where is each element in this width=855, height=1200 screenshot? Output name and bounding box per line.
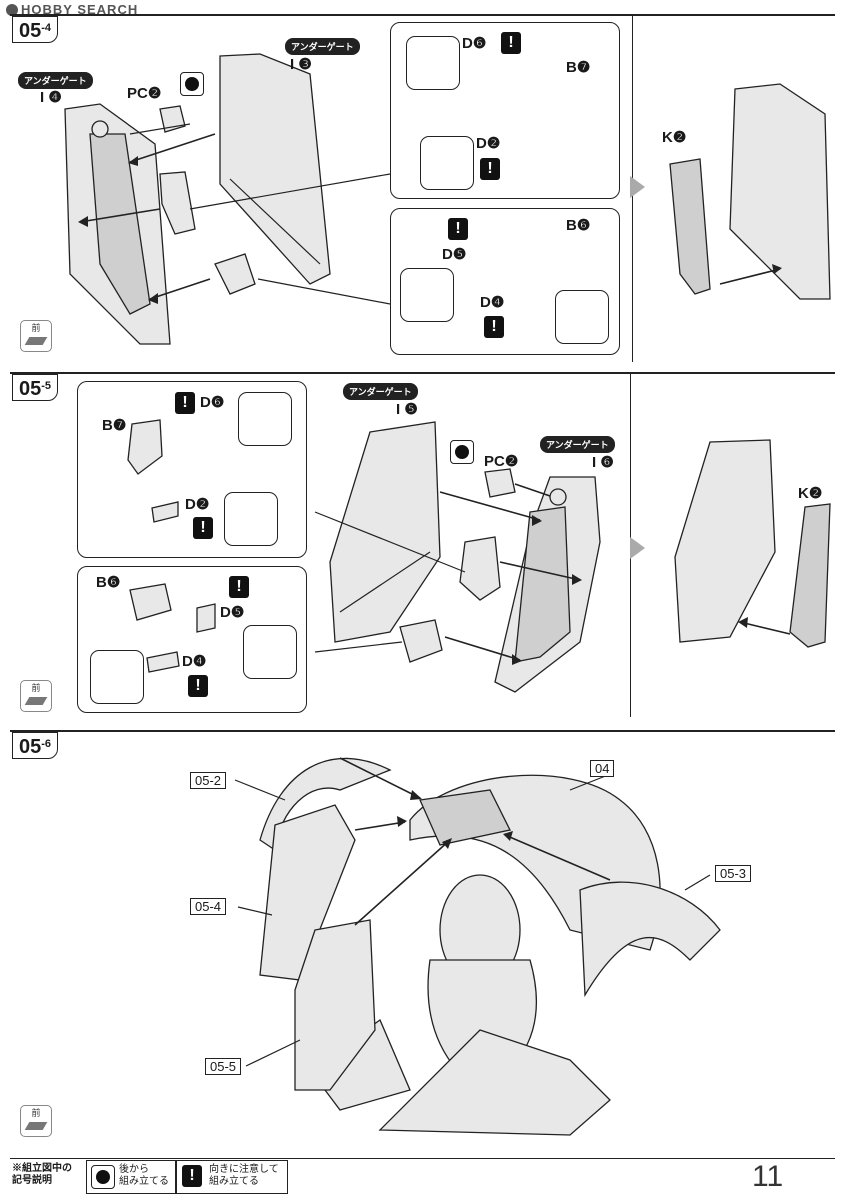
warning-icon: ! [448,218,468,240]
part-label-d4: D❹ [480,294,505,311]
box1-parts [127,419,179,523]
warning-icon: ! [188,675,208,697]
part-label-b6: B❻ [96,574,121,591]
part-label-pc2: PC❷ [127,85,162,102]
legend-title: ※組立図中の記号説明 [12,1163,72,1186]
step-05-6-label: 05-6 [12,732,59,759]
step-05-5-drawing [314,421,831,693]
part-label-d6: D❻ [462,35,487,52]
joint-hole [549,488,567,506]
armor-right-view [729,83,831,300]
part-label-d6: D❻ [200,394,225,411]
legend-build-later: 後から組み立てる [86,1160,176,1194]
armor-05-5 [294,919,376,1091]
small-part-d [214,253,256,295]
claw-left [259,757,392,852]
page-number: 11 [752,1160,784,1193]
underground-gate-tag: アンダーゲート [18,72,93,89]
front-direction-icon: 前 [20,320,52,352]
warning-icon: ! [484,316,504,338]
leg-base [378,1029,611,1136]
k-part [789,503,831,648]
orientation-hint [224,492,278,546]
step-05-4-drawing [64,53,831,345]
part-label-i5: I ❺ [396,401,418,418]
small-part-d [399,619,443,663]
build-later-icon [180,72,204,96]
orientation-hint [420,136,474,190]
orientation-hint [400,268,454,322]
ref-04: 04 [590,760,615,777]
warning-icon: ! [480,158,500,180]
orientation-hint [406,36,460,90]
footer-rule [10,1158,835,1159]
ref-05-5: 05-5 [205,1058,242,1075]
step-05-4-panel [10,14,835,366]
shoulder-block [419,789,511,846]
part-label-d5: D❺ [442,246,467,263]
small-part-b [159,171,196,235]
part-label-b7: B❼ [102,417,127,434]
part-label-pc2: PC❷ [484,453,519,470]
step-05-6-panel [10,730,835,1152]
part-label-d2: D❷ [185,496,210,513]
front-direction-icon: 前 [20,680,52,712]
armor-left-view [674,439,776,643]
part-label-i6: I ❻ [592,454,614,471]
small-part-b [459,536,501,601]
part-label-b7: B❼ [566,59,591,76]
watermark: HOBBY SEARCH [6,2,138,17]
legend-orientation: ! 向きに注意して組み立てる [176,1160,288,1194]
part-label-d4: D❹ [182,653,207,670]
orientation-hint [243,625,297,679]
part-label-d2: D❷ [476,135,501,152]
build-later-icon [91,1165,115,1189]
part-label-i3: I ❸ [290,56,312,73]
box2-parts [129,583,216,673]
armor-05-4 [259,804,356,981]
next-arrow-icon [630,537,645,559]
orientation-hint [238,392,292,446]
warning-icon: ! [501,32,521,54]
front-direction-icon: 前 [20,1105,52,1137]
ref-05-3: 05-3 [715,865,752,882]
warning-icon: ! [182,1165,202,1187]
warning-icon: ! [193,517,213,539]
orientation-hint [90,650,144,704]
part-label-k2: K❷ [798,485,823,502]
frame-inner-left [89,133,151,315]
build-later-icon [450,440,474,464]
underground-gate-tag: アンダーゲート [285,38,360,55]
shield-right [579,881,721,998]
underground-gate-tag: アンダーゲート [540,436,615,453]
part-label-b6: B❻ [566,217,591,234]
step-05-5-panel [10,372,835,719]
warning-icon: ! [229,576,249,598]
ref-05-2: 05-2 [190,772,227,789]
k-part [669,158,711,295]
armor-plate-right [219,53,331,285]
underground-gate-tag: アンダーゲート [343,383,418,400]
armor-plate-center [329,421,441,643]
joint-hole [91,120,109,138]
part-label-d5: D❺ [220,604,245,621]
part-label-k2: K❷ [662,129,687,146]
next-arrow-icon [630,176,645,198]
step-05-4-label: 05-4 [12,16,59,43]
ref-05-4: 05-4 [190,898,227,915]
warning-icon: ! [175,392,195,414]
step-05-5-label: 05-5 [12,374,59,401]
orientation-hint [555,290,609,344]
part-label-i4: I ❹ [40,89,62,106]
frame-inner-right [514,506,571,663]
step-05-6-drawing [234,757,721,1136]
pc-part [484,468,516,498]
